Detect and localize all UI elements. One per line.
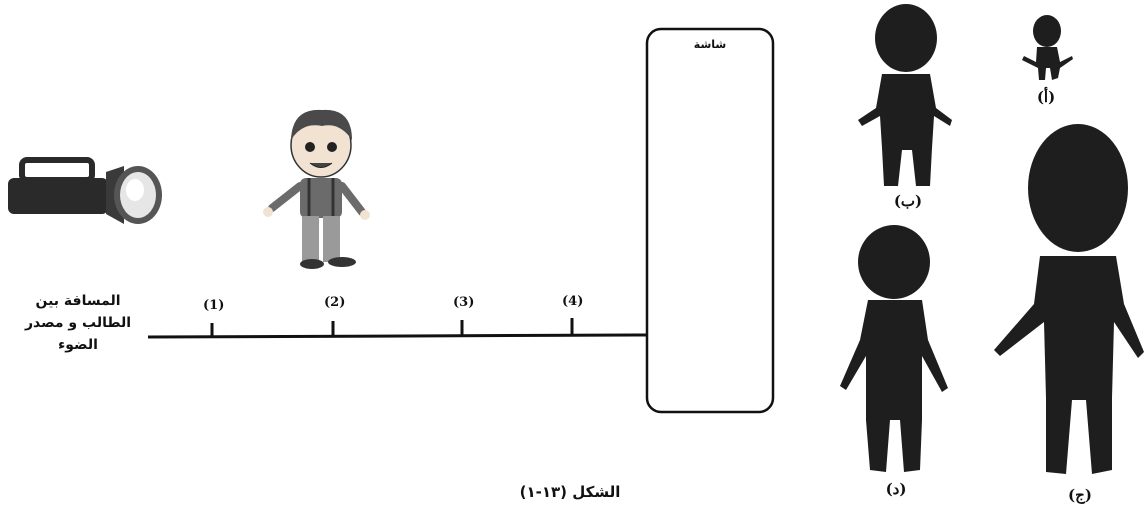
label-b: (ب) — [893, 192, 923, 210]
label-a: (أ) — [1036, 88, 1056, 106]
flashlight-icon — [8, 157, 162, 224]
silhouette-a — [1022, 15, 1073, 80]
position-label-4: (4) — [562, 294, 584, 309]
position-label-1: (1) — [203, 298, 225, 313]
screen-label: شاشة — [693, 38, 727, 51]
label-d: (د) — [885, 480, 907, 498]
position-label-3: (3) — [453, 295, 475, 310]
silhouette-b — [858, 4, 952, 186]
position-label-2: (2) — [324, 295, 346, 310]
silhouette-d — [840, 225, 948, 472]
student-illustration — [263, 109, 370, 269]
distance-axis — [147, 318, 649, 339]
axis-label-line-3: الضوء — [58, 337, 98, 353]
label-c: (ج) — [1068, 486, 1092, 504]
figure-caption: الشكل (١٣-١) — [519, 483, 621, 501]
silhouette-c — [994, 124, 1144, 474]
axis-label: المسافة بين الطالب و مصدر الضوء — [8, 290, 148, 356]
axis-label-line-2: الطالب و مصدر — [24, 315, 132, 331]
axis-label-line-1: المسافة بين — [35, 293, 121, 309]
screen-box — [645, 27, 775, 414]
